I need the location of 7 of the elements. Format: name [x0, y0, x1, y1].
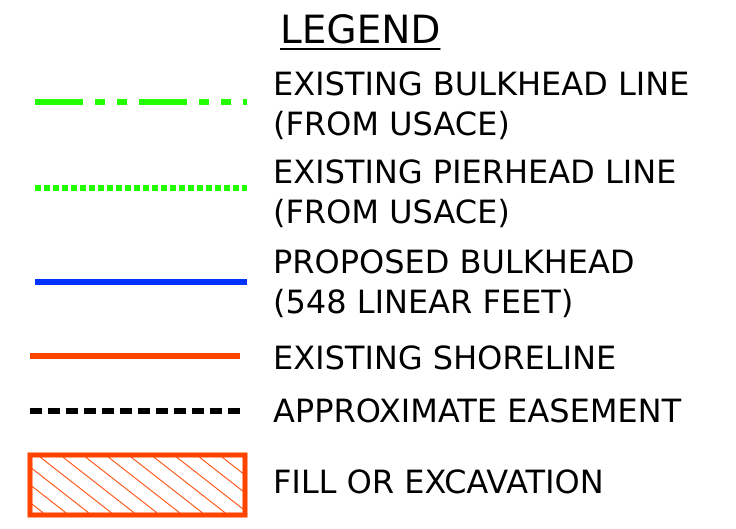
- legend-label: EXISTING BULKHEAD LINE (FROM USACE): [273, 64, 690, 144]
- legend-label: APPROXIMATE EASEMENT: [273, 391, 682, 431]
- legend-title: LEGEND: [280, 8, 440, 54]
- legend-label: EXISTING PIERHEAD LINE (FROM USACE): [273, 152, 678, 232]
- legend-label: EXISTING SHORELINE: [273, 338, 618, 378]
- legend-label: FILL OR EXCAVATION: [273, 462, 605, 502]
- legend-label: PROPOSED BULKHEAD (548 LINEAR FEET): [273, 242, 636, 322]
